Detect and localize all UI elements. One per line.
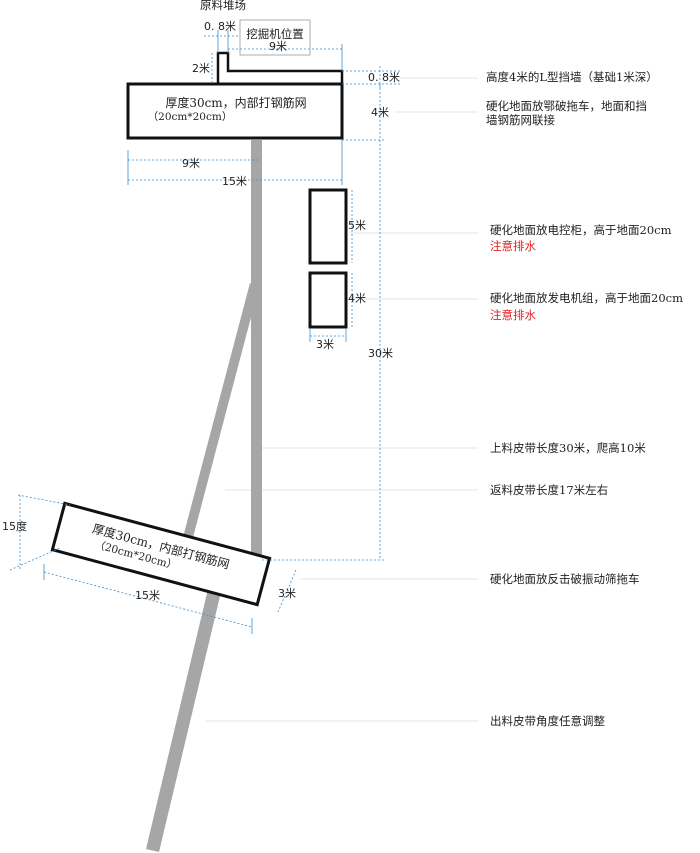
lower-platform-group: 厚度30cm，内部打钢筋网 （20cm*20cm） bbox=[50, 501, 272, 607]
note-generator-warn: 注意排水 bbox=[490, 308, 536, 322]
note-cabinet-warn: 注意排水 bbox=[490, 239, 536, 253]
conveyor-belts bbox=[146, 140, 262, 852]
dim-2: 2米 bbox=[192, 62, 210, 75]
output-belt bbox=[146, 568, 226, 852]
note-output-belt: 出料皮带角度任意调整 bbox=[490, 714, 605, 728]
dim-15-lower: 15米 bbox=[135, 589, 160, 602]
dim-15-degree: 15度 bbox=[2, 519, 27, 533]
note-crusher-2: 墙钢筋网联接 bbox=[486, 113, 555, 127]
top-platform-text-2: （20cm*20cm） bbox=[148, 111, 233, 123]
feed-belt bbox=[251, 140, 262, 560]
dimension-lines bbox=[9, 30, 400, 634]
note-crusher-1: 硬化地面放鄂破拖车，地面和挡 bbox=[486, 99, 647, 113]
material-pile-label: 原料堆场 bbox=[200, 0, 246, 12]
electric-cabinet-box bbox=[308, 188, 348, 265]
note-screen-trailer: 硬化地面放反击破振动筛拖车 bbox=[490, 572, 640, 586]
note-retaining-wall: 高度4米的L型挡墙（基础1米深） bbox=[486, 70, 658, 84]
note-return-belt: 返料皮带长度17米左右 bbox=[490, 483, 608, 497]
dim-5-cabinet: 5米 bbox=[348, 219, 366, 232]
return-belt bbox=[182, 283, 259, 545]
dim-15-bottom: 15米 bbox=[222, 175, 247, 188]
dim-9-bottom: 9米 bbox=[182, 157, 200, 170]
generator-box bbox=[308, 271, 348, 329]
dim-4-platform: 4米 bbox=[371, 106, 389, 119]
excavator-position-box bbox=[239, 19, 311, 56]
dim-0-8-top: 0. 8米 bbox=[204, 20, 236, 33]
top-platform-text-1: 厚度30cm，内部打钢筋网 bbox=[165, 95, 306, 110]
leader-lines bbox=[205, 77, 478, 722]
note-generator: 硬化地面放发电机组，高于地面20cm bbox=[490, 291, 683, 305]
dim-4-generator: 4米 bbox=[348, 292, 366, 305]
note-cabinet: 硬化地面放电控柜，高于地面20cm bbox=[490, 223, 672, 237]
excavator-position-label: 挖掘机位置 bbox=[246, 27, 304, 41]
dim-30-total: 30米 bbox=[368, 347, 393, 360]
lower-platform-box bbox=[50, 501, 272, 607]
l-retaining-wall bbox=[216, 51, 344, 86]
dim-3-width: 3米 bbox=[316, 338, 334, 351]
note-feed-belt: 上料皮带长度30米，爬高10米 bbox=[490, 441, 646, 455]
dim-3-lower: 3米 bbox=[278, 587, 296, 600]
dim-9-top: 9米 bbox=[269, 40, 287, 53]
dim-0-8-right: 0. 8米 bbox=[368, 71, 400, 84]
top-platform-box bbox=[126, 82, 344, 140]
